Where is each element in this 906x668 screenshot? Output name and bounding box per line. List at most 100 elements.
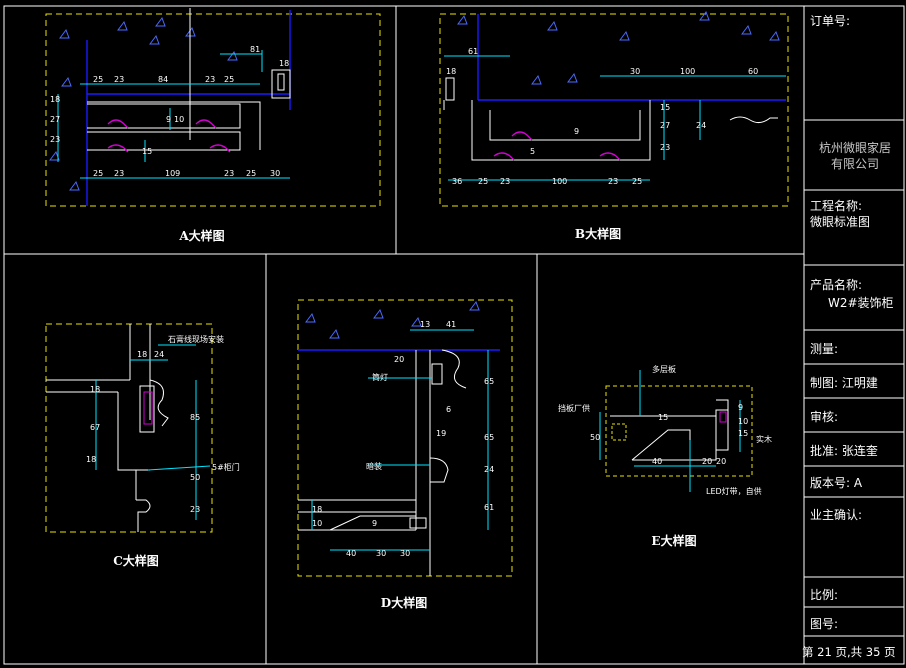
dim-b-13: 25 <box>478 177 488 186</box>
dim-b-4: 100 <box>680 67 695 76</box>
dim-a-18: 25 <box>246 169 256 178</box>
dim-b-9: 23 <box>660 143 670 152</box>
dim-e-7: 10 <box>738 417 748 426</box>
project-label: 工程名称: <box>810 199 863 213</box>
version-value: A <box>853 476 863 490</box>
dim-d-11: 10 <box>312 519 322 528</box>
dim-a-13: 15 <box>142 147 152 156</box>
dim-d-5: 6 <box>446 405 451 414</box>
dim-c-6: 85 <box>190 413 200 422</box>
dim-d-12: 9 <box>372 519 377 528</box>
version-cell: 版本号: A <box>804 474 906 491</box>
dim-e-1: 50 <box>590 433 600 442</box>
dim-b-10: 9 <box>574 127 579 136</box>
caption-d: D大样图 <box>381 595 427 610</box>
dim-a-15: 23 <box>114 169 124 178</box>
project-cell: 工程名称: 微眼标准图 <box>804 198 906 230</box>
dim-e-6: 9 <box>738 403 743 412</box>
dim-a-2: 18 <box>279 59 289 68</box>
product-label: 产品名称: <box>810 278 863 292</box>
measure-cell: 测量: <box>804 340 906 357</box>
dim-c-5: 18 <box>86 455 96 464</box>
drafter-value: 江明建 <box>841 376 878 390</box>
order-number-cell: 订单号: <box>804 12 906 29</box>
panel-a-detail: 81 18 25 23 84 23 25 18 27 23 9 10 15 25… <box>45 8 381 243</box>
dim-c-7: 50 <box>190 473 200 482</box>
dim-b-2: 18 <box>446 67 456 76</box>
dim-a-12: 10 <box>174 115 184 124</box>
drafter-label: 制图: <box>810 376 839 390</box>
dim-d-3: 20 <box>394 355 404 364</box>
dim-d-6: 65 <box>484 433 494 442</box>
owner-confirm-cell: 业主确认: <box>804 506 906 523</box>
product-cell: 产品名称: W2#装饰柜 <box>804 276 906 312</box>
dim-a-4: 23 <box>114 75 124 84</box>
dim-d-9: 61 <box>484 503 494 512</box>
dim-e-5: 20 <box>716 457 726 466</box>
dim-d-8: 24 <box>484 465 494 474</box>
dim-d-10: 18 <box>312 505 322 514</box>
dim-d-14: 30 <box>376 549 386 558</box>
dim-d-7: 19 <box>436 429 446 438</box>
approve-label: 批准: <box>810 444 839 458</box>
dim-a-9: 27 <box>50 115 60 124</box>
owner-label: 业主确认: <box>810 508 863 522</box>
dim-d-13: 40 <box>346 549 356 558</box>
dim-a-3: 25 <box>93 75 103 84</box>
caption-a: A大样图 <box>178 228 224 243</box>
note-d-concealed: 暗装 <box>366 461 382 471</box>
version-label: 版本号: <box>810 476 851 490</box>
caption-b: B大样图 <box>575 226 621 241</box>
panel-e-detail: 50 15 40 20 20 9 10 15 多层板 挡板厂供 实木 LED灯带… <box>558 364 772 548</box>
title-block-lines <box>804 119 904 637</box>
dim-b-1: 61 <box>468 47 478 56</box>
dim-e-4: 20 <box>702 457 712 466</box>
approve-value: 张连奎 <box>841 444 878 458</box>
dim-c-2: 24 <box>154 350 164 359</box>
dim-c-8: 23 <box>190 505 200 514</box>
caption-e: E大样图 <box>651 533 696 548</box>
dim-a-7: 25 <box>224 75 234 84</box>
dim-b-14: 23 <box>500 177 510 186</box>
dim-e-8: 15 <box>738 429 748 438</box>
dim-b-7: 27 <box>660 121 670 130</box>
dim-a-17: 23 <box>224 169 234 178</box>
dim-b-3: 30 <box>630 67 640 76</box>
dim-d-4: 65 <box>484 377 494 386</box>
dim-b-6: 15 <box>660 103 670 112</box>
dim-a-11: 9 <box>166 115 171 124</box>
dim-e-3: 40 <box>652 457 662 466</box>
dim-a-1: 81 <box>250 45 260 54</box>
dim-e-2: 15 <box>658 413 668 422</box>
page-info: 第 21 页,共 35 页 <box>802 645 896 659</box>
note-d-downlight: 筒灯 <box>372 372 388 382</box>
review-cell: 审核: <box>804 408 906 425</box>
dim-d-15: 30 <box>400 549 410 558</box>
dim-b-12: 36 <box>452 177 462 186</box>
panel-c-detail: 18 24 18 67 18 85 50 23 石膏线现场安装 5#柜门 C大样… <box>45 323 240 568</box>
company-name: 杭州微眼家居 有限公司 <box>818 141 891 171</box>
dim-d-1: 13 <box>420 320 430 329</box>
dim-a-5: 84 <box>158 75 168 84</box>
dim-b-17: 25 <box>632 177 642 186</box>
note-c-molding: 石膏线现场安装 <box>168 334 224 344</box>
product-value: W2#装饰柜 <box>828 296 894 310</box>
dim-d-2: 41 <box>446 320 456 329</box>
dim-c-4: 67 <box>90 423 100 432</box>
scale-cell: 比例: <box>804 586 906 603</box>
dim-b-15: 100 <box>552 177 567 186</box>
panel-d-detail: 13 41 20 65 6 65 19 24 61 18 10 9 40 30 … <box>297 299 513 610</box>
dim-a-16: 109 <box>165 169 180 178</box>
dim-c-3: 18 <box>90 385 100 394</box>
dim-b-8: 24 <box>696 121 706 130</box>
drawing-number-cell: 图号: <box>804 615 906 632</box>
panel-b-detail: 61 18 30 100 60 15 27 24 23 9 5 36 25 23… <box>439 10 789 241</box>
note-e-plywood: 多层板 <box>652 364 676 374</box>
note-e-led-strip: LED灯带，自供 <box>706 486 762 496</box>
note-e-solid-wood: 实木 <box>756 434 772 444</box>
order-label: 订单号: <box>810 14 851 28</box>
frame-lines <box>3 5 905 665</box>
dim-a-8: 18 <box>50 95 60 104</box>
scale-label: 比例: <box>810 588 839 602</box>
